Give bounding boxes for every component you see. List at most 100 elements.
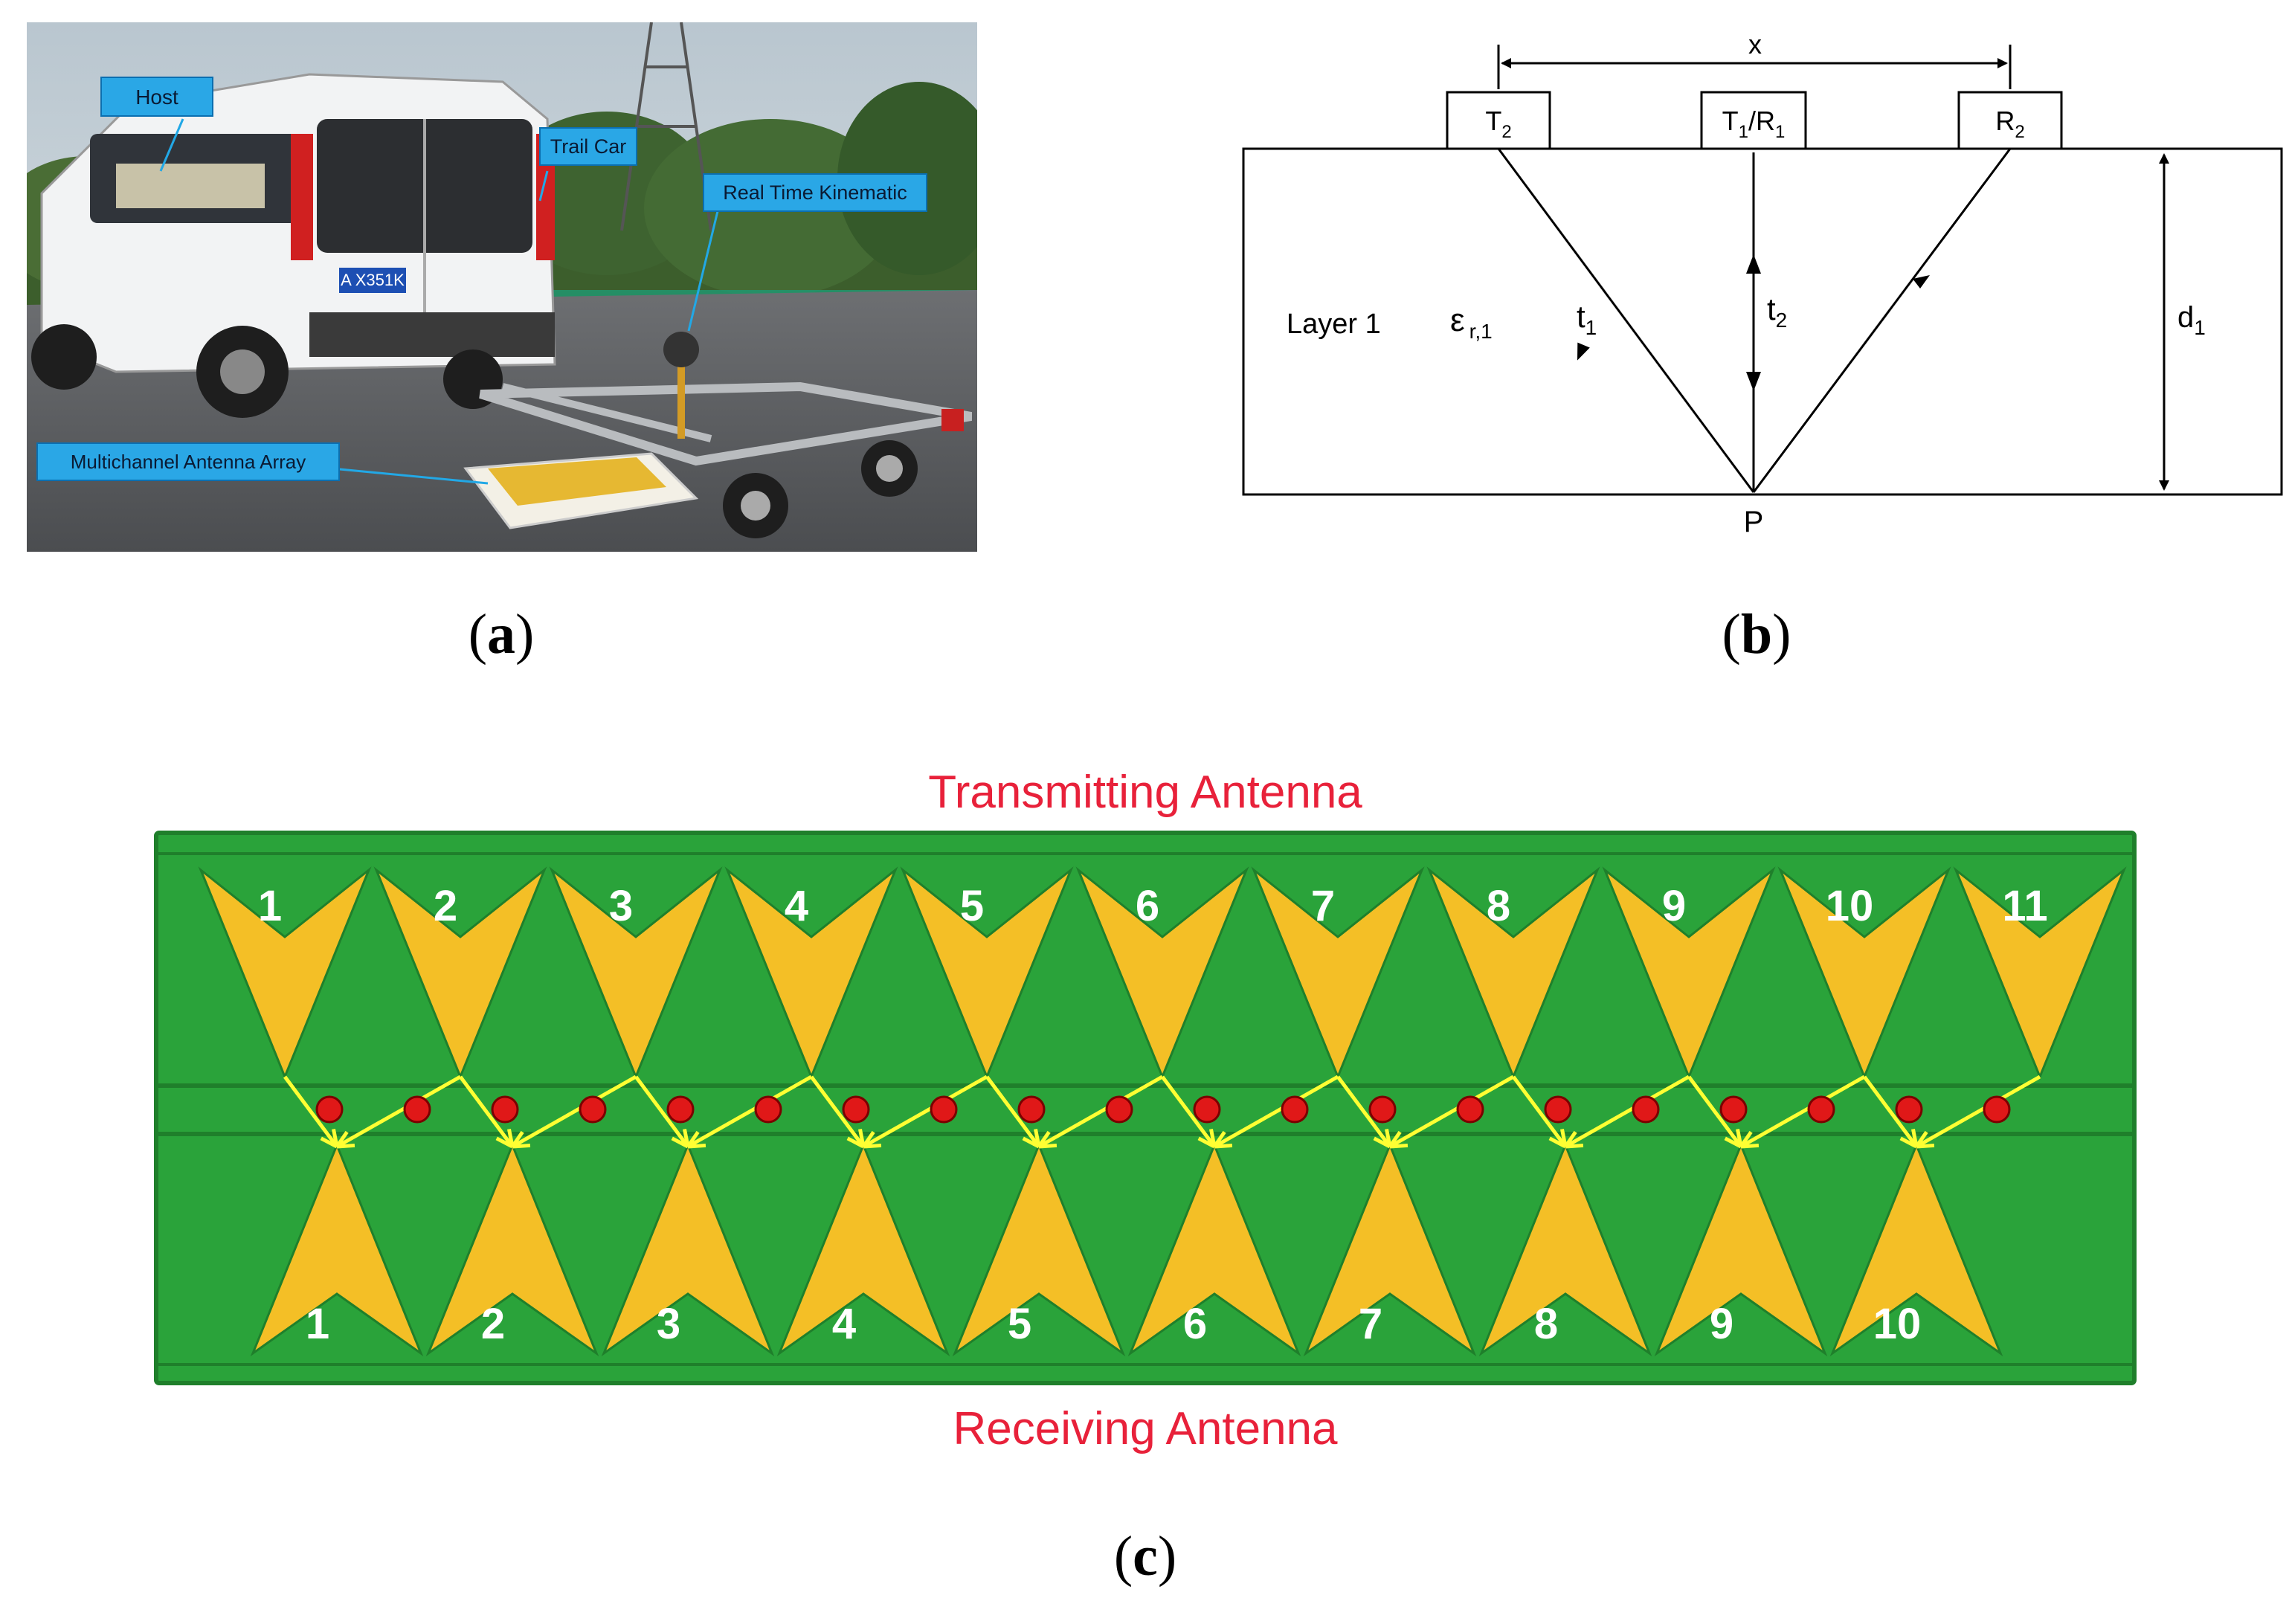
rx-element-1 <box>250 1141 424 1357</box>
arrow-tx4-rx3-head <box>686 1130 706 1149</box>
arrow-tx6-rx6-head <box>1197 1128 1217 1149</box>
rx-element-10 <box>1829 1141 2003 1357</box>
tx-element-9 <box>1602 866 1776 1080</box>
midpoint-9 <box>1017 1095 1046 1124</box>
tx-number-10: 10 <box>1826 882 1874 930</box>
tx-number-4: 4 <box>785 882 808 930</box>
panel-label-c: (c) <box>1113 1525 1177 1588</box>
gpr-vehicle-photo: A X351K Host Trail Car Real Time Kinemat <box>27 22 977 552</box>
arrow-tx7-rx7-head <box>1373 1128 1392 1149</box>
tx-element-6 <box>1075 866 1249 1080</box>
arrow-tx6-rx5 <box>1037 1074 1164 1149</box>
layer-1-box <box>1242 147 2283 496</box>
arrow-tx2-rx2-head <box>495 1128 515 1149</box>
antenna-r2-label: R2 <box>1995 106 2024 142</box>
panel-label-b: (b) <box>1722 603 1791 666</box>
rx-number-3: 3 <box>657 1300 680 1348</box>
tx-element-2 <box>373 866 547 1080</box>
arrow-tx10-rx10-head <box>1899 1128 1919 1149</box>
arrow-tx9-rx8 <box>1564 1074 1690 1149</box>
tx-number-11: 11 <box>2002 882 2047 930</box>
arrow-tx5-rx4-head <box>861 1130 882 1149</box>
arrow-tx7-rx7 <box>1336 1075 1392 1148</box>
rx-element-7 <box>1303 1141 1477 1357</box>
tx-element-7 <box>1251 866 1425 1080</box>
arrow-tx6-rx5-head <box>1037 1130 1057 1149</box>
rx-element-9 <box>1654 1141 1828 1357</box>
tx-element-8 <box>1426 866 1600 1080</box>
license-plate-text: A X351K <box>341 271 405 289</box>
arrow-tx11-rx10 <box>1915 1074 2041 1149</box>
rx-number-10: 10 <box>1873 1300 1922 1348</box>
tx-number-6: 6 <box>1136 882 1159 930</box>
photo-panel: A X351K Host Trail Car Real Time Kinemat <box>27 22 977 552</box>
arrow-tx11-rx10-head <box>1914 1130 1935 1149</box>
midpoint-13 <box>1368 1095 1397 1124</box>
antenna-t2-label: T2 <box>1485 106 1511 142</box>
callout-rtk-text: Real Time Kinematic <box>723 181 907 204</box>
ray-p-to-r2 <box>1752 148 2012 493</box>
arrow-tx7-rx6-head <box>1212 1130 1233 1149</box>
midpoint-17 <box>1719 1095 1748 1124</box>
midpoint-20 <box>1983 1095 2011 1124</box>
midpoint-15 <box>1544 1095 1572 1124</box>
arrow-tx3-rx3 <box>634 1075 690 1148</box>
rx-number-8: 8 <box>1534 1300 1558 1348</box>
tx-number-5: 5 <box>960 882 984 930</box>
tx-number-8: 8 <box>1487 882 1510 930</box>
arrow-tx4-rx4-head <box>846 1128 866 1149</box>
ray-t2-to-p <box>1497 148 1755 493</box>
arrow-tx10-rx9 <box>1739 1074 1866 1149</box>
tx-number-7: 7 <box>1311 882 1335 930</box>
arrow-tx3-rx2 <box>511 1074 637 1149</box>
rx-number-9: 9 <box>1710 1300 1733 1348</box>
callout-antenna-array <box>36 442 340 481</box>
rx-number-2: 2 <box>481 1300 505 1348</box>
rx-element-6 <box>1127 1141 1301 1357</box>
arrow-tx1-rx1 <box>283 1075 339 1148</box>
transmitting-caption: Transmitting Antenna <box>928 767 1362 818</box>
tx-element-11 <box>1953 866 2127 1080</box>
ray-arrows <box>283 1074 2041 1149</box>
arrow-tx10-rx9-head <box>1739 1130 1760 1149</box>
d1-label: d1 <box>2177 301 2206 339</box>
arrow-tx5-rx4 <box>862 1074 988 1149</box>
midpoint-5 <box>666 1095 695 1124</box>
midpoint-8 <box>930 1095 958 1124</box>
midpoint-19 <box>1895 1095 1923 1124</box>
license-plate <box>339 268 406 293</box>
arrow-tx4-rx4 <box>809 1075 866 1148</box>
arrow-tx8-rx7-head <box>1388 1130 1409 1149</box>
rx-number-7: 7 <box>1359 1300 1382 1348</box>
tx-number-9: 9 <box>1662 882 1686 930</box>
t2-label: t2 <box>1767 291 1787 332</box>
arrow-tx8-rx7 <box>1388 1074 1515 1149</box>
midpoint-2 <box>403 1095 431 1124</box>
midpoint-7 <box>842 1095 870 1124</box>
rx-number-5: 5 <box>1008 1300 1031 1348</box>
transmitting-elements: 1 2 3 4 5 6 7 8 9 10 11 <box>198 866 2127 1080</box>
tx-element-3 <box>549 866 723 1080</box>
callout-antenna-array-text: Multichannel Antenna Array <box>71 451 306 473</box>
arrow-tx2-rx1 <box>335 1074 462 1149</box>
tx-number-3: 3 <box>609 882 633 930</box>
callout-trail-car-text: Trail Car <box>550 135 627 158</box>
arrow-tx9-rx9-head <box>1724 1128 1743 1149</box>
rx-element-8 <box>1478 1141 1652 1357</box>
t1-label: t1 <box>1577 299 1597 339</box>
arrow-tx7-rx6 <box>1213 1074 1339 1149</box>
arrow-tx8-rx8-head <box>1548 1128 1568 1149</box>
tx-number-1: 1 <box>258 882 282 930</box>
midpoint-6 <box>754 1095 782 1124</box>
antenna-trailer <box>463 332 973 538</box>
arrow-tx10-rx10 <box>1862 1075 1919 1148</box>
callout-rtk <box>703 173 927 212</box>
midpoint-11 <box>1193 1095 1221 1124</box>
point-p-label: P <box>1744 506 1764 538</box>
tx-number-2: 2 <box>434 882 457 930</box>
midpoint-1 <box>315 1095 344 1124</box>
arrow-tx8-rx8 <box>1511 1075 1568 1148</box>
